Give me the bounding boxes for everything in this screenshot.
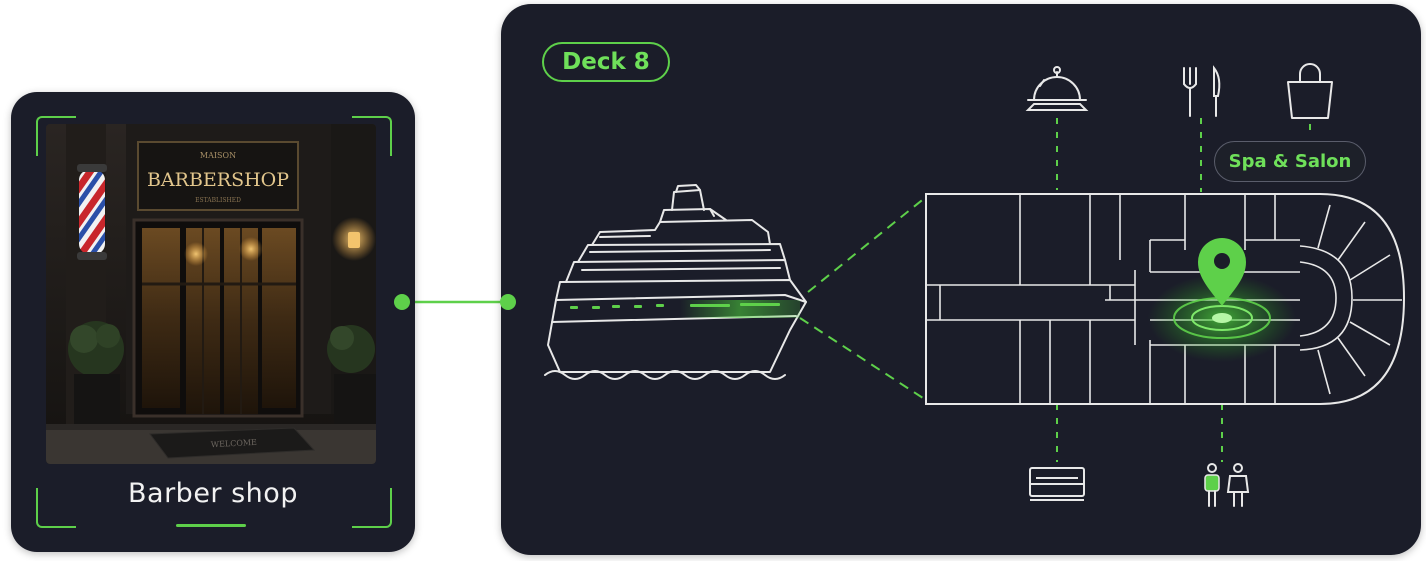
- svg-text:ESTABLISHED: ESTABLISHED: [195, 197, 241, 204]
- sign-text: BARBERSHOP: [147, 169, 289, 191]
- bottom-accent-bar: [176, 524, 246, 527]
- restroom-icon: [1204, 463, 1250, 507]
- svg-text:MAISON: MAISON: [200, 151, 236, 160]
- corner-bracket-br: [352, 488, 392, 528]
- corner-bracket-tr: [352, 116, 392, 156]
- spa-salon-label[interactable]: Spa & Salon: [1214, 141, 1366, 182]
- cruise-ship-icon: [544, 184, 807, 380]
- shopping-bag-icon: [1287, 63, 1333, 119]
- location-caption: Barber shop: [128, 478, 298, 509]
- location-pin-icon: [1198, 238, 1246, 306]
- deck-badge[interactable]: Deck 8: [542, 42, 670, 82]
- cutlery-icon: [1183, 65, 1221, 117]
- svg-text:WELCOME: WELCOME: [211, 438, 258, 449]
- cloche-icon: [1025, 66, 1089, 111]
- barbershop-photo: MAISON BARBERSHOP ESTABLISHED: [46, 124, 376, 464]
- sofa-icon: [1029, 467, 1085, 501]
- corner-bracket-bl: [36, 488, 76, 528]
- deck-map-card[interactable]: [501, 4, 1421, 555]
- corner-bracket-tl: [36, 116, 76, 156]
